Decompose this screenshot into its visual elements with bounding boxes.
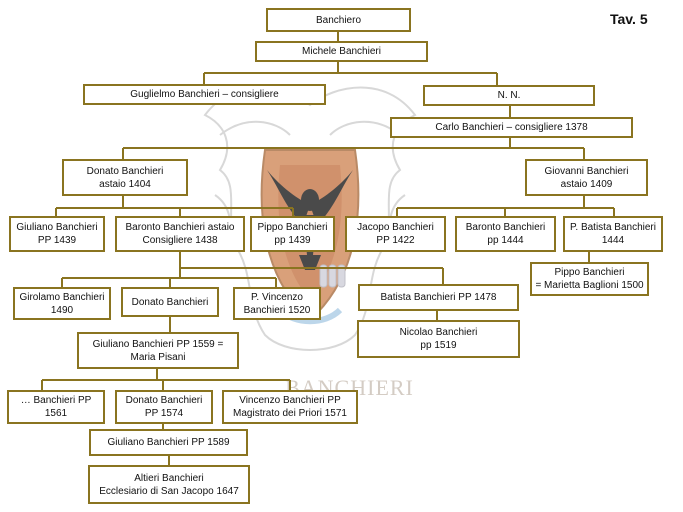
node-text-line: Giuliano Banchieri PP 1589 <box>107 437 230 448</box>
node-text-line: Vincenzo Banchieri PP <box>239 395 341 406</box>
node-michele-banchieri: Michele Banchieri <box>255 41 428 62</box>
node-pippo-banchieri-1439: Pippo Banchieri pp 1439 <box>250 216 335 252</box>
node-text-line: Pippo Banchieri <box>554 267 625 278</box>
node-text-line: astaio 1409 <box>560 178 613 190</box>
node-text-line: Donato Banchieri <box>125 395 203 406</box>
crest-tassels <box>319 264 346 288</box>
node-text-line: PP 1439 <box>37 235 77 246</box>
node-banchieri-1561: … Banchieri PP 1561 <box>7 390 105 424</box>
node-text-line: Ecclesiario di San Jacopo 1647 <box>99 485 239 497</box>
node-text-line: Giuliano Banchieri <box>16 222 98 233</box>
node-text-line: Baronto Banchieri astaio <box>125 222 235 233</box>
node-text-line: Carlo Banchieri – consigliere 1378 <box>435 122 588 133</box>
node-pippo-banchieri-1500: Pippo Banchieri = Marietta Baglioni 1500 <box>530 262 649 296</box>
node-giuliano-banchieri-1559: Giuliano Banchieri PP 1559 =Maria Pisani <box>77 332 239 369</box>
node-text-line: Giuliano Banchieri PP 1559 = <box>92 338 224 350</box>
node-giuliano-banchieri-1439: Giuliano Banchieri PP 1439 <box>9 216 105 252</box>
node-text-line: Michele Banchieri <box>302 46 381 57</box>
node-text-line: … Banchieri PP <box>20 395 92 406</box>
node-text-line: Donato Banchieri <box>131 296 209 308</box>
table-number-label: Tav. 5 <box>610 11 648 27</box>
node-text-line: Altieri Banchieri <box>134 472 204 484</box>
node-text-line: PP 1422 <box>376 235 415 246</box>
node-jacopo-banchieri: Jacopo Banchieri PP 1422 <box>345 216 446 252</box>
node-text-line: Jacopo Banchieri <box>357 222 434 233</box>
node-text-line: Giovanni Banchieri <box>544 165 629 177</box>
node-batista-banchieri: Batista Banchieri PP 1478 <box>358 284 519 311</box>
node-nicolao-banchieri: Nicolao Banchieri pp 1519 <box>357 320 520 358</box>
node-text-line: 1444 <box>601 235 625 246</box>
node-carlo-banchieri: Carlo Banchieri – consigliere 1378 <box>390 117 633 138</box>
node-text-line: Guglielmo Banchieri – consigliere <box>130 89 279 100</box>
node-text-line: Banchiero <box>315 14 362 26</box>
node-text-line: Consigliere 1438 <box>142 235 218 246</box>
node-baronto-banchieri-1444: Baronto Banchieri pp 1444 <box>455 216 556 252</box>
node-text-line: Banchieri 1520 <box>243 304 311 316</box>
node-text-line: N. N. <box>497 90 521 101</box>
node-text-line: PP 1574 <box>144 408 184 419</box>
node-text-line: Baronto Banchieri <box>465 222 546 233</box>
node-text-line: Batista Banchieri PP 1478 <box>380 292 497 303</box>
node-giuliano-banchieri-1589: Giuliano Banchieri PP 1589 <box>89 429 248 456</box>
node-text-line: 1490 <box>50 304 74 316</box>
node-text-line: Donato Banchieri <box>86 165 164 177</box>
node-text-line: pp 1519 <box>420 340 457 351</box>
node-text-line: Nicolao Banchieri <box>399 327 478 338</box>
node-text-line: Girolamo Banchieri <box>19 291 105 303</box>
node-donato-banchieri: Donato Banchieri <box>121 287 219 317</box>
node-text-line: pp 1444 <box>487 235 524 246</box>
node-nn: N. N. <box>423 85 595 106</box>
node-text-line: astaio 1404 <box>99 178 151 190</box>
node-text-line: 1561 <box>44 408 68 419</box>
node-text-line: Maria Pisani <box>130 351 186 363</box>
node-donato-banchieri-1574: Donato Banchieri PP 1574 <box>115 390 213 424</box>
node-banchiero: Banchiero <box>266 8 411 32</box>
node-text-line: P. Vincenzo <box>251 291 303 303</box>
node-text-line: = Marietta Baglioni 1500 <box>535 280 644 291</box>
node-text-line: Magistrato dei Priori 1571 <box>233 408 347 419</box>
node-guglielmo-banchieri: Guglielmo Banchieri – consigliere <box>83 84 326 105</box>
node-text-line: Pippo Banchieri <box>257 222 328 233</box>
node-text-line: pp 1439 <box>274 235 311 246</box>
node-text-line: P. Batista Banchieri <box>570 222 656 233</box>
node-p-batista-banchieri: P. Batista Banchieri 1444 <box>563 216 663 252</box>
node-vincenzo-banchieri-1571: Vincenzo Banchieri PP Magistrato dei Prio… <box>222 390 358 424</box>
